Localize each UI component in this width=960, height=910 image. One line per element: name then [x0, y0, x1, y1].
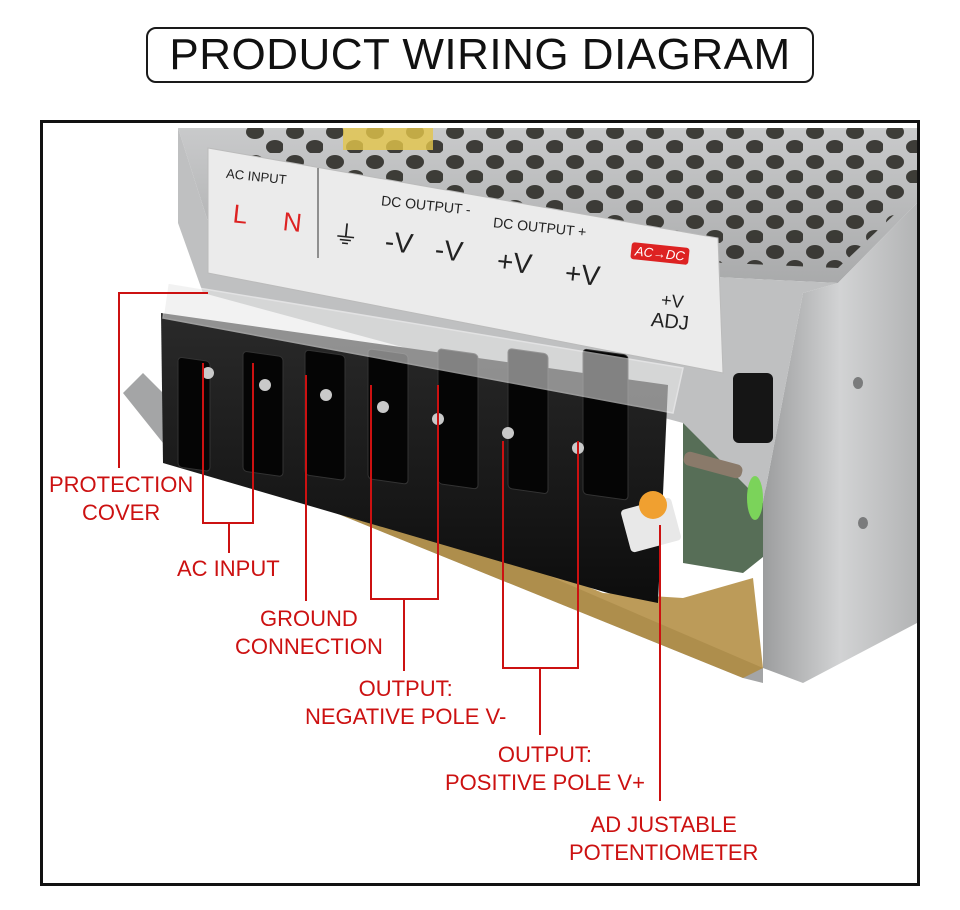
callout-output-negative: OUTPUT: NEGATIVE POLE V-	[305, 675, 506, 731]
label-sticker	[343, 128, 433, 150]
led	[747, 476, 763, 520]
potentiometer-body	[621, 497, 681, 553]
callout-ground-line1: GROUND	[260, 606, 358, 631]
photo-frame: AC INPUT DC OUTPUT - DC OUTPUT + AC→DC +…	[40, 120, 920, 886]
potentiometer-knob	[639, 491, 667, 519]
callout-ground-connection: GROUND CONNECTION	[235, 605, 383, 661]
callout-positive-line1: OUTPUT:	[497, 742, 593, 767]
callout-protection-cover-line2: COVER	[81, 500, 161, 525]
side-panel	[763, 203, 917, 683]
resistor	[683, 451, 743, 479]
callout-potentiometer: AD JUSTABLE POTENTIOMETER	[569, 811, 758, 867]
callout-protection-cover: PROTECTION COVER	[49, 471, 193, 527]
callout-protection-cover-line1: PROTECTION	[49, 472, 194, 497]
callout-ac-input: AC INPUT	[177, 555, 280, 583]
callout-potentiometer-line2: POTENTIOMETER	[569, 840, 759, 865]
callout-ac-input-line1: AC INPUT	[177, 556, 280, 581]
capacitor	[733, 373, 773, 443]
callout-positive-line2: POSITIVE POLE V+	[445, 770, 645, 795]
diagram-title: PRODUCT WIRING DIAGRAM	[169, 30, 791, 79]
callout-negative-line2: NEGATIVE POLE V-	[305, 704, 507, 729]
callout-potentiometer-line1: AD JUSTABLE	[590, 812, 737, 837]
title-box: PRODUCT WIRING DIAGRAM	[146, 27, 814, 83]
callout-ground-line2: CONNECTION	[235, 634, 383, 659]
callout-negative-line1: OUTPUT:	[358, 676, 453, 701]
callout-output-positive: OUTPUT: POSITIVE POLE V+	[445, 741, 645, 797]
printed-panel	[207, 147, 724, 374]
